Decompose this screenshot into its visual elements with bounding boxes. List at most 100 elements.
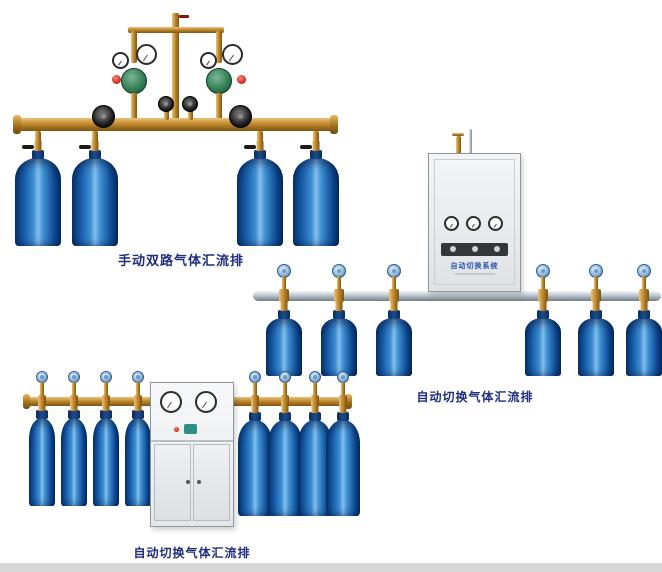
- valve-riser: [188, 106, 193, 120]
- pipe-collar: [639, 289, 649, 302]
- control-knob: [450, 246, 456, 252]
- cylinder-stub-pipe: [313, 131, 319, 146]
- pressure-gauge: [136, 44, 157, 65]
- regulator-outlet-pipe: [216, 93, 222, 120]
- top-stub-pipe: [172, 13, 179, 31]
- cabinet-indicator-panel: [184, 424, 197, 434]
- cabinet-label: 自动切换系统: [450, 263, 499, 270]
- regulator-body: [121, 68, 147, 94]
- valve-stem: [642, 276, 646, 292]
- pipe-end-cap: [345, 394, 352, 409]
- gas-cylinder: [29, 418, 55, 506]
- pressure-gauge: [160, 391, 182, 413]
- gas-cylinder: [321, 318, 357, 376]
- pressure-gauge: [222, 44, 243, 65]
- pressure-gauge: [200, 52, 217, 69]
- gas-cylinder: [376, 318, 412, 376]
- valve-stem: [594, 276, 598, 292]
- valve-handwheel: [337, 371, 349, 383]
- pipe-collar: [389, 289, 399, 302]
- pressure-gauge: [195, 391, 217, 413]
- cabinet-door-right: [193, 444, 230, 521]
- left-drop-pipe: [131, 31, 137, 63]
- pressure-gauge: [466, 216, 481, 231]
- pipe-collar: [281, 395, 289, 407]
- gas-cylinder: [266, 318, 302, 376]
- door-handle: [197, 480, 201, 484]
- right-drop-pipe: [216, 31, 222, 63]
- valve-stem: [541, 276, 545, 292]
- valve-stem: [392, 276, 396, 292]
- valve-handwheel: [182, 96, 198, 112]
- valve-handwheel: [92, 105, 115, 128]
- gas-cylinder: [525, 318, 561, 376]
- manifold-pipe: [253, 291, 661, 301]
- gas-cylinder: [125, 418, 151, 506]
- gas-cylinder: [72, 158, 118, 246]
- regulator-body: [206, 68, 232, 94]
- pipe-end-cap: [13, 115, 21, 134]
- valve-stem: [72, 382, 76, 397]
- top-valve-lever: [179, 15, 189, 18]
- cabinet-top-valve: [452, 133, 464, 136]
- valve-riser: [164, 106, 169, 120]
- cylinder-valve-handle: [300, 145, 312, 149]
- pipe-end-cap: [23, 394, 30, 409]
- valve-handwheel: [229, 105, 252, 128]
- indicator-light: [174, 427, 179, 432]
- footer-strip: [0, 563, 662, 572]
- gas-cylinder: [15, 158, 61, 246]
- door-handle: [186, 480, 190, 484]
- cabinet-divider: [151, 440, 233, 442]
- valve-stem: [253, 382, 257, 397]
- pressure-gauge: [488, 216, 503, 231]
- cylinder-valve-handle: [79, 145, 91, 149]
- manifold-pipe: [18, 118, 333, 131]
- gas-cylinder: [237, 158, 283, 246]
- valve-stem: [283, 382, 287, 397]
- pipe-collar: [339, 395, 347, 407]
- cylinder-valve-handle: [22, 145, 34, 149]
- valve-handwheel: [279, 371, 291, 383]
- header-pipe: [128, 27, 224, 33]
- pipe-collar: [251, 395, 259, 407]
- valve-stem: [313, 382, 317, 397]
- cylinder-stub-pipe: [92, 131, 98, 146]
- gas-cylinder: [293, 158, 339, 246]
- pressure-gauge: [444, 216, 459, 231]
- pressure-gauge: [112, 52, 129, 69]
- valve-stem: [104, 382, 108, 397]
- gas-cylinder: [268, 420, 302, 516]
- pipe-collar: [311, 395, 319, 407]
- pipe-end-cap: [330, 115, 338, 134]
- valve-stem: [341, 382, 345, 397]
- control-knob: [494, 246, 500, 252]
- valve-stem: [136, 382, 140, 397]
- caption-auto-switch-manifold-bottom: 自动切换气体汇流排: [133, 546, 251, 560]
- cabinet-door-frame: [434, 159, 515, 285]
- cabinet-top-pipe: [456, 136, 461, 154]
- regulator-knob: [112, 75, 121, 84]
- valve-handwheel: [158, 96, 174, 112]
- gas-cylinder: [93, 418, 119, 506]
- cylinder-valve-handle: [244, 145, 256, 149]
- gas-cylinder: [326, 420, 360, 516]
- regulator-knob: [237, 75, 246, 84]
- gas-cylinder: [626, 318, 662, 376]
- valve-stem: [282, 276, 286, 292]
- cabinet-door-left: [154, 444, 191, 521]
- cabinet-top-pipe: [469, 129, 472, 154]
- gas-cylinder: [238, 420, 272, 516]
- caption-auto-switch-manifold: 自动切换气体汇流排: [416, 390, 534, 404]
- valve-stem: [337, 276, 341, 292]
- pipe-collar: [591, 289, 601, 302]
- regulator-outlet-pipe: [131, 93, 137, 120]
- center-riser-pipe: [172, 26, 179, 120]
- caption-manual-dual-manifold: 手动双路气体汇流排: [117, 253, 244, 268]
- gas-cylinder: [578, 318, 614, 376]
- valve-stem: [40, 382, 44, 397]
- cylinder-stub-pipe: [35, 131, 41, 146]
- cabinet-sub-label-line: [455, 273, 495, 275]
- cylinder-stub-pipe: [257, 131, 263, 146]
